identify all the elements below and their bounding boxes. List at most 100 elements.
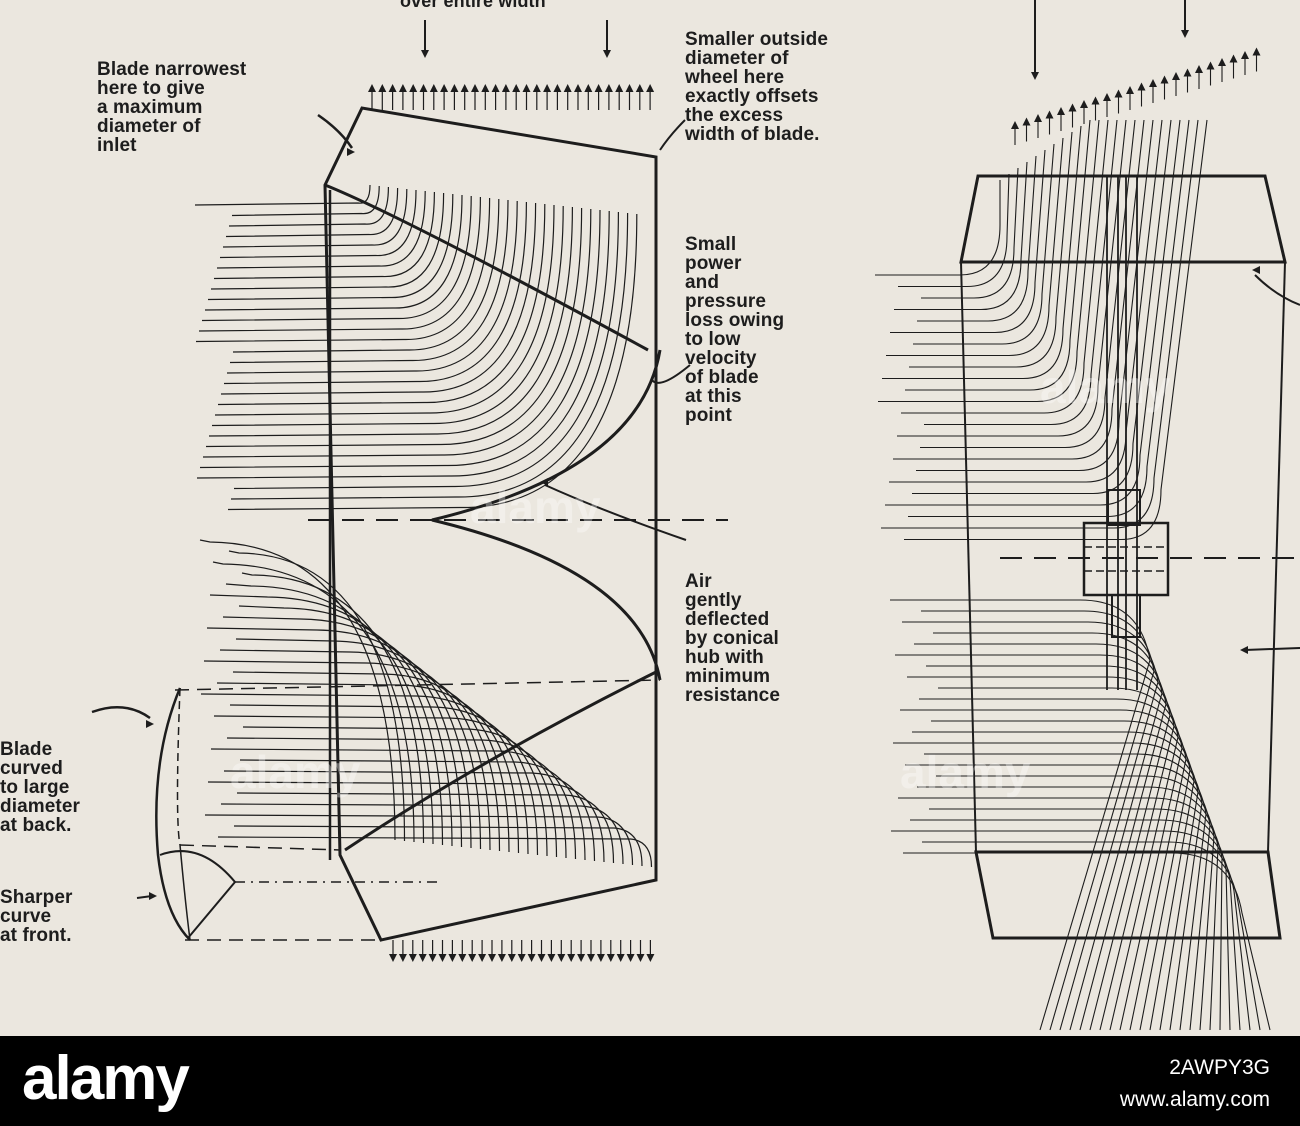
label-small-power: Small power and pressure loss owing to l…	[685, 234, 785, 426]
left-exit-arrowhead	[428, 954, 437, 962]
left-streamline-lower	[216, 682, 520, 854]
left-streamline-lower	[228, 550, 406, 842]
right-streamline-lower	[890, 599, 1151, 1031]
left-streamline-upper	[196, 210, 610, 479]
left-exit-arrowhead	[491, 84, 500, 92]
left-exit-arrowhead	[596, 954, 605, 962]
left-streamline-lower	[210, 748, 577, 860]
right-exit-arrowhead	[1195, 65, 1203, 73]
left-exit-arrowhead	[557, 954, 566, 962]
blade-profile-outer	[155, 687, 191, 941]
left-exit-arrowhead	[517, 954, 526, 962]
pointer-right-rim-head	[1252, 266, 1260, 274]
right-streamline-upper	[889, 119, 1163, 483]
right-streamline-upper	[916, 119, 1154, 472]
right-hub-collar	[1107, 489, 1141, 526]
left-exit-arrowhead	[471, 84, 479, 92]
left-streamline-upper	[214, 204, 555, 416]
left-streamline-lower	[217, 836, 653, 868]
right-streamline-lower	[891, 830, 1251, 1031]
label-top-header: over entire width	[400, 0, 546, 11]
label-blade-narrowest: Blade narrowest here to give a maximum d…	[97, 59, 247, 156]
left-exit-arrowhead	[594, 84, 603, 92]
right-streamline-upper	[881, 119, 1199, 529]
left-exit-arrowhead	[635, 84, 644, 92]
right-streamline-lower	[914, 643, 1167, 1031]
left-streamline-upper	[222, 188, 408, 248]
left-streamline-lower	[225, 583, 434, 845]
footer-url: www.alamy.com	[1119, 1088, 1270, 1111]
pointer-small-power	[651, 364, 691, 384]
right-wheel	[875, 0, 1300, 1031]
left-exit-arrowhead	[626, 954, 635, 962]
right-streamline-upper	[897, 119, 1127, 437]
left-exit-arrowhead	[440, 84, 449, 92]
left-streamline-lower	[241, 572, 425, 844]
right-streamline-upper	[878, 119, 1100, 403]
left-exit-arrowhead	[368, 84, 376, 92]
right-exit-arrowhead	[1057, 107, 1065, 115]
left-streamline-upper	[231, 185, 380, 217]
right-streamline-upper	[901, 119, 1109, 414]
left-streamline-upper	[233, 211, 619, 490]
left-exit-arrowhead	[646, 954, 655, 962]
left-exit-arrowhead	[563, 84, 572, 92]
right-streamline-upper	[882, 125, 1082, 380]
left-streamline-lower	[209, 594, 444, 846]
stock-footer: alamy 2AWPY3G www.alamy.com	[0, 1036, 1300, 1126]
header-arrowhead	[421, 50, 429, 58]
left-streamline-lower	[212, 561, 415, 843]
left-exit-arrowhead	[409, 84, 418, 92]
right-streamline-lower	[905, 764, 1211, 1031]
left-wheel	[155, 20, 728, 962]
right-exit-arrowhead	[1126, 86, 1134, 94]
right-streamline-upper	[921, 167, 1019, 299]
left-exit-arrowhead	[438, 954, 447, 962]
left-wheel-outline	[323, 106, 658, 942]
left-exit-arrowhead	[646, 84, 655, 92]
left-exit-arrowhead	[574, 84, 582, 92]
diagram-figure: over entire width Blade narrowest here t…	[0, 0, 1300, 1031]
pointer-air-deflected-head	[540, 478, 548, 486]
right-streamline-upper	[894, 161, 1028, 311]
left-exit-arrowhead	[481, 84, 490, 92]
right-streamline-upper	[912, 119, 1172, 495]
right-streamline-upper	[924, 119, 1118, 426]
right-exit-arrowhead	[1080, 100, 1088, 108]
left-exit-arrowhead	[429, 84, 438, 92]
right-exit-arrowhead	[1103, 93, 1111, 101]
right-streamline-upper	[875, 180, 1001, 276]
right-exit-arrowhead	[1218, 58, 1226, 66]
right-exit-arrowhead	[1241, 51, 1249, 59]
right-streamline-upper	[913, 143, 1055, 345]
left-streamline-lower	[204, 814, 634, 866]
left-exit-arrowhead	[408, 954, 417, 962]
left-streamline-upper	[228, 186, 389, 227]
left-exit-arrowhead	[501, 84, 510, 92]
left-exit-arrowhead	[478, 954, 487, 962]
right-exit-arrowhead	[1068, 103, 1077, 112]
left-streamline-lower	[213, 715, 548, 857]
left-exit-arrowhead	[547, 954, 556, 962]
watermark: alamy	[470, 481, 601, 533]
left-streamline-upper	[225, 187, 399, 238]
left-streamline-upper	[216, 190, 426, 269]
right-header-arrowhead	[1031, 72, 1039, 80]
left-streamline-upper	[202, 208, 592, 458]
footer-image-id: 2AWPY3G	[1169, 1056, 1270, 1079]
left-streamline-upper	[232, 198, 500, 353]
right-streamline-upper	[905, 119, 1091, 391]
left-exit-arrowhead	[389, 954, 397, 962]
left-exit-arrowhead	[616, 954, 625, 962]
pointer-smaller-outside	[659, 119, 686, 151]
left-exit-arrowhead	[398, 954, 407, 962]
pointer-blade-curved	[91, 705, 151, 720]
left-blade-top-edge	[324, 183, 649, 352]
left-construction-line	[179, 844, 341, 851]
left-exit-arrowhead	[537, 954, 546, 962]
left-streamline-upper	[199, 209, 601, 469]
left-exit-arrowhead	[584, 84, 593, 92]
left-streamline-upper	[198, 196, 481, 332]
watermark: alamy	[230, 746, 361, 798]
left-streamline-lower	[229, 704, 539, 856]
